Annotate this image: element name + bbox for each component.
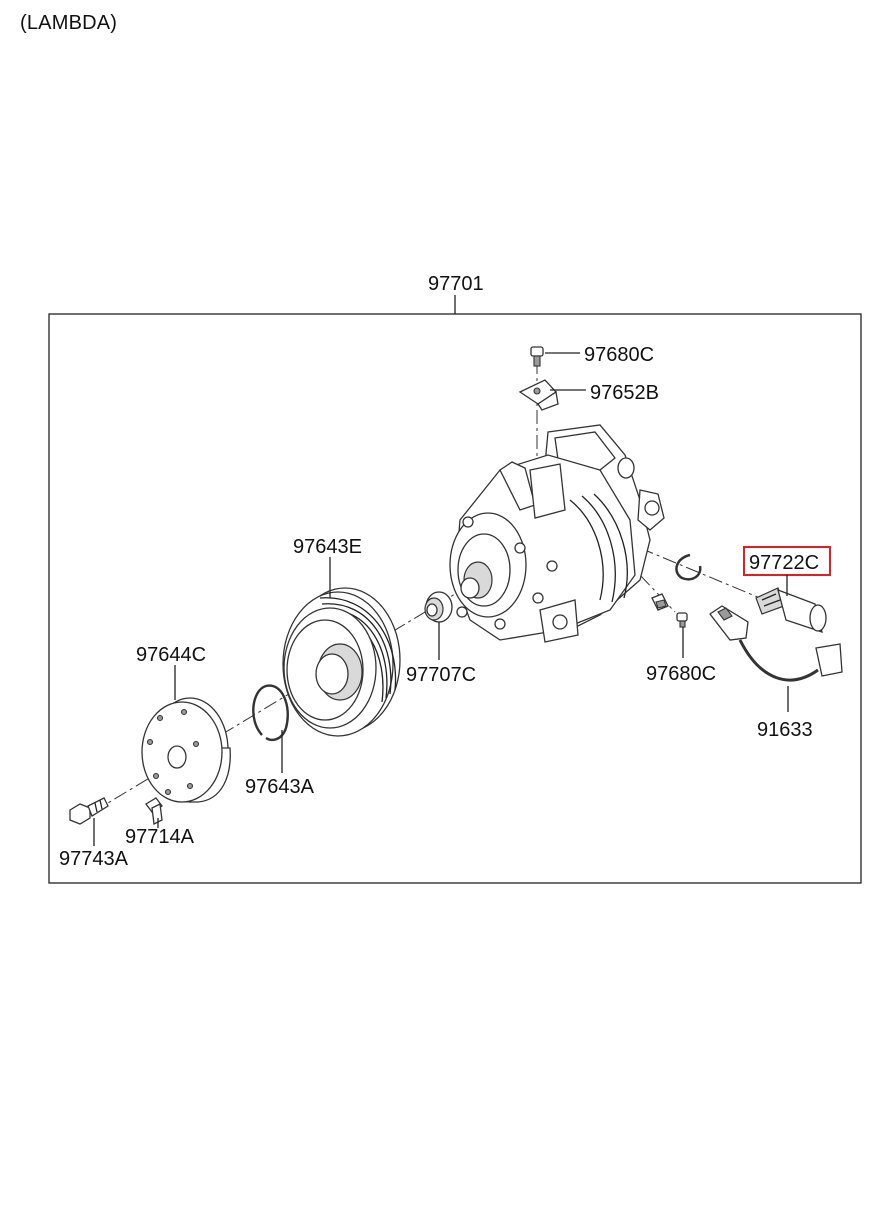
- pulley-97643e: [282, 587, 401, 737]
- callout-97643a: 97643A: [245, 776, 315, 798]
- bracket-97652b: [518, 379, 559, 411]
- callout-97722c: 97722C: [749, 552, 819, 574]
- sensor-snap-ring: [675, 553, 702, 581]
- bearing-97707c: [424, 591, 453, 623]
- page-label: (LAMBDA): [20, 12, 118, 34]
- callout-97743a: 97743A: [59, 848, 129, 870]
- callout-97707c: 97707C: [406, 664, 476, 686]
- wire-harness-91633: [709, 605, 843, 682]
- callout-97643e: 97643E: [293, 536, 362, 558]
- bolt-97743a: [69, 797, 109, 825]
- callout-97644c: 97644C: [136, 644, 206, 666]
- snap-ring-97643a: [252, 684, 289, 742]
- callout-97680c-bottom: 97680C: [646, 663, 716, 685]
- pressure-switch-97722c: [755, 587, 827, 633]
- callout-97680c-top: 97680C: [584, 344, 654, 366]
- clutch-hub-97644c: [141, 697, 231, 803]
- bolt-97714a: [145, 797, 163, 825]
- callout-97652b: 97652B: [590, 382, 659, 404]
- screw-97680c-top: [530, 346, 544, 367]
- screw-97680c-bottom: [676, 612, 688, 628]
- callout-97714a: 97714A: [125, 826, 195, 848]
- compressor-body: [449, 424, 665, 643]
- clip-small: [651, 593, 669, 611]
- callout-91633: 91633: [757, 719, 813, 741]
- axis-small-bolt: [639, 574, 676, 613]
- assembly-number: 97701: [428, 273, 484, 295]
- axis-sensor: [639, 547, 761, 599]
